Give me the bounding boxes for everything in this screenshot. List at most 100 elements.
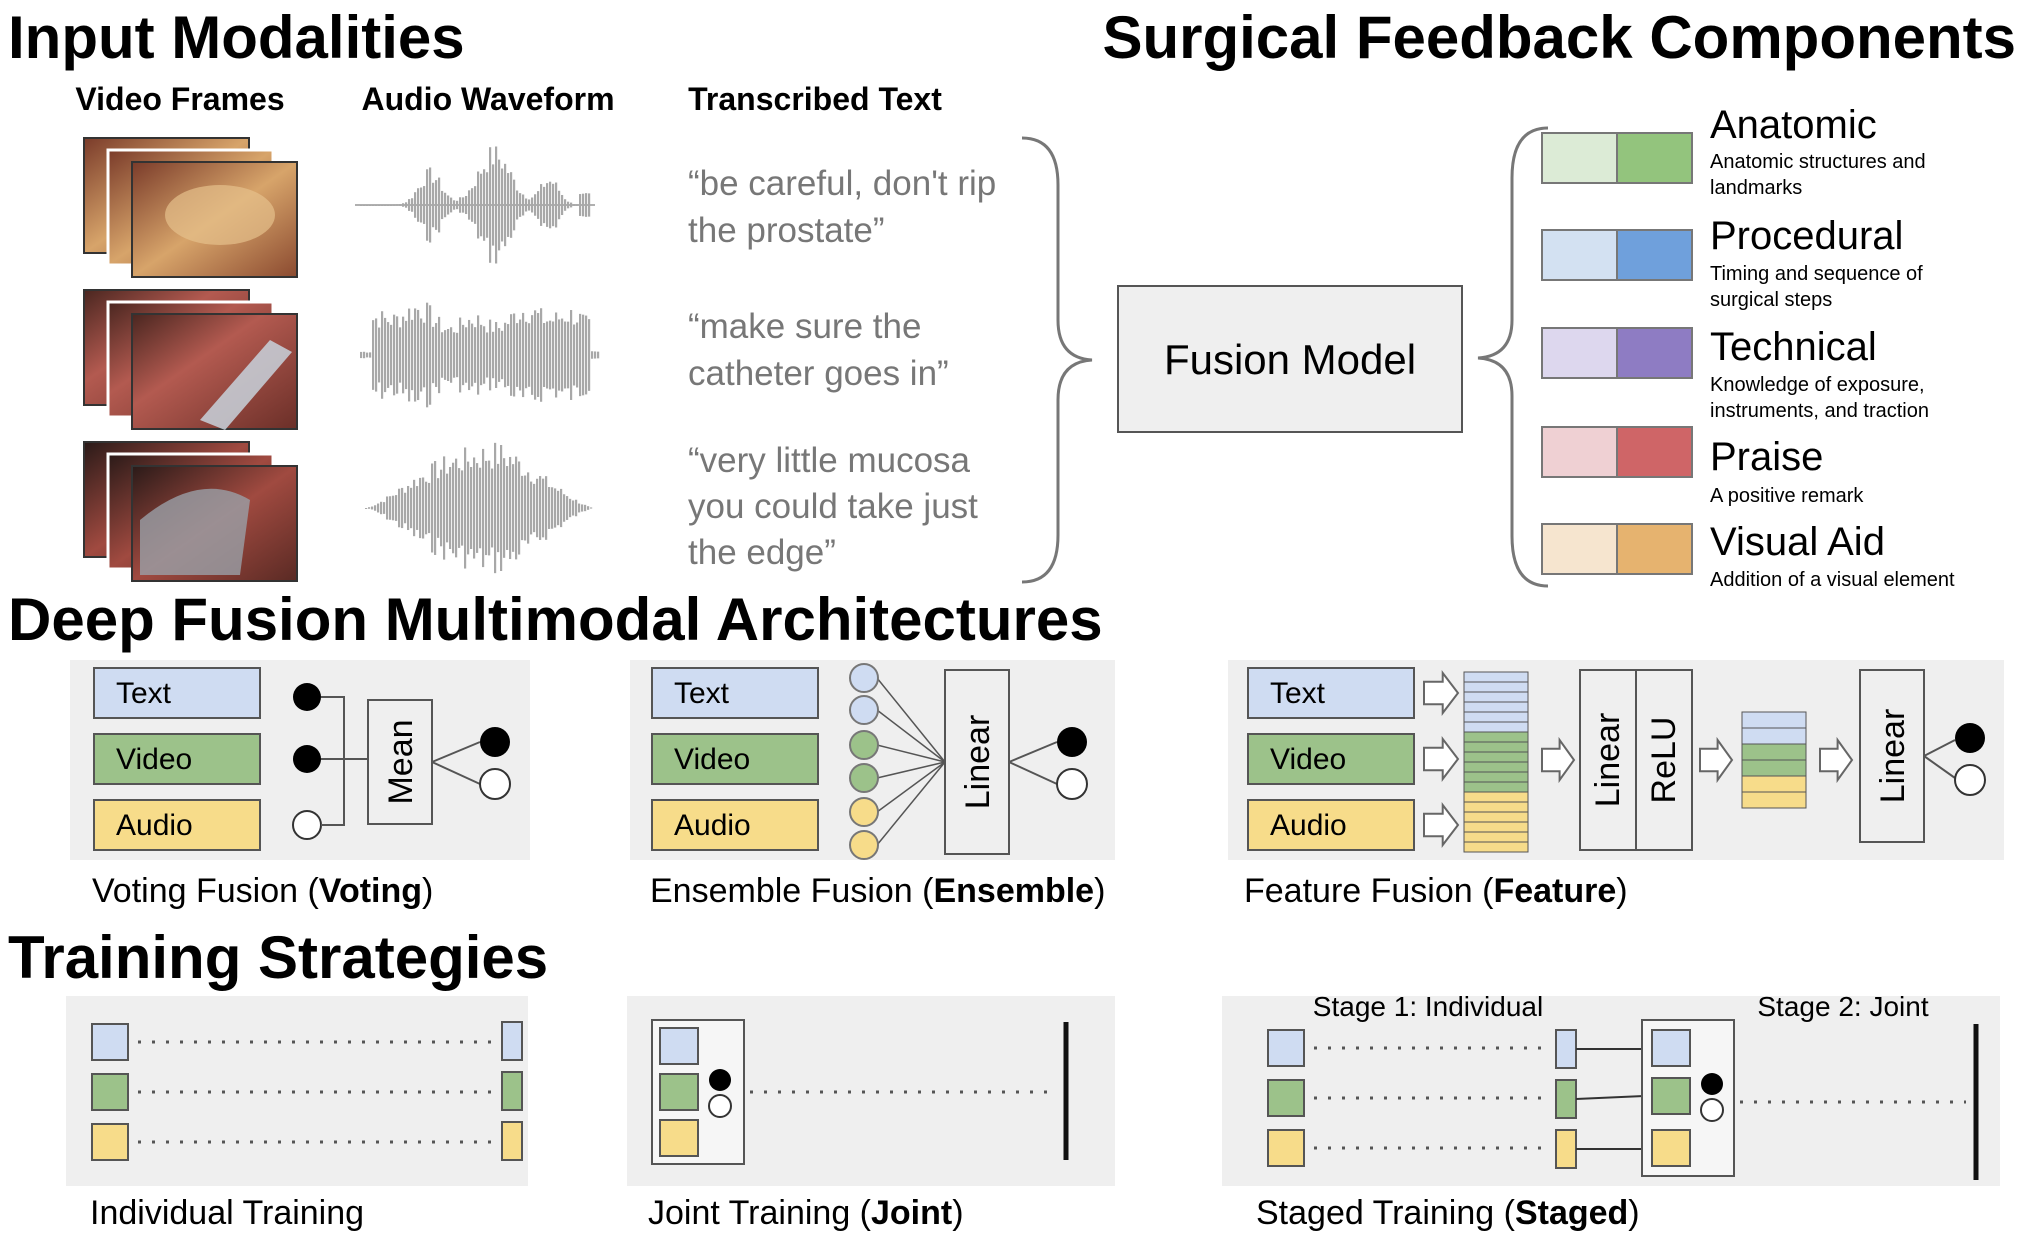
waveform-bar: [450, 327, 453, 383]
waveform-bar: [477, 171, 480, 239]
concat-stripe: [1463, 781, 1529, 793]
waveform-bar: [561, 194, 564, 216]
waveform-bar: [537, 313, 540, 397]
feature-output-empty: [1954, 764, 1986, 796]
voting-caption-suffix: ): [422, 872, 433, 910]
waveform-bar: [507, 324, 510, 386]
waveform-bar: [444, 330, 447, 380]
column-audio-waveform: Audio Waveform: [361, 81, 614, 117]
waveform-bar: [563, 494, 566, 522]
waveform-bar: [456, 200, 459, 210]
waveform-bar: [482, 448, 485, 568]
waveform-bar: [507, 173, 510, 237]
feature-linear-label: Linear: [1589, 713, 1627, 808]
staged-video-square: [1267, 1079, 1305, 1117]
waveform-bar: [582, 314, 585, 396]
hidden-stripe: [1741, 775, 1807, 793]
waveform-bar: [546, 183, 549, 227]
waveform-bar: [413, 479, 416, 537]
component-anatomic-swatch-dark: [1616, 132, 1693, 184]
waveform-bar: [443, 456, 446, 560]
staged-text-end: [1555, 1029, 1577, 1069]
concat-stripe: [1463, 821, 1529, 833]
waveform-bar: [426, 169, 429, 241]
waveform-bar: [564, 321, 567, 389]
fusion-model-box: [1117, 285, 1463, 433]
waveform-bar: [378, 204, 381, 206]
ensemble-video-label: Video: [674, 743, 750, 776]
waveform-bar: [543, 186, 546, 224]
waveform-bar: [468, 319, 471, 391]
hollow-arrow: [1423, 802, 1460, 848]
joint-caption-suffix: ): [952, 1194, 963, 1232]
ensemble-output-filled: [1057, 727, 1087, 757]
hollow-arrow: [1423, 670, 1460, 716]
component-anatomic-desc-2: landmarks: [1710, 177, 1802, 199]
feature-text-label: Text: [1270, 677, 1326, 710]
joint-output-filled: [709, 1069, 731, 1091]
ensemble-video-box: [651, 733, 819, 785]
feature-audio-box: [1247, 799, 1415, 851]
waveform-bar: [363, 351, 366, 359]
feature-arrows: [1423, 670, 1854, 848]
waveform-bar: [369, 352, 372, 358]
stage-2-label: Stage 2: Joint: [1757, 991, 1928, 1022]
voting-caption: Voting Fusion (Voting): [92, 872, 433, 910]
waveform-bar: [492, 331, 495, 379]
waveform-bar: [384, 317, 387, 393]
waveform-bar: [527, 472, 530, 544]
waveform-bar: [551, 487, 554, 529]
waveform-bar: [402, 316, 405, 394]
waveform-bar: [548, 487, 551, 529]
waveform-bar: [383, 502, 386, 514]
waveform-bar: [539, 476, 542, 540]
feature-caption-suffix: ): [1616, 872, 1627, 910]
individual-audio-square: [91, 1123, 129, 1161]
waveform-bar: [540, 184, 543, 226]
waveform-bar: [476, 463, 479, 553]
waveform-bar: [513, 179, 516, 231]
waveform-bar: [408, 308, 411, 402]
waveform-bar: [497, 463, 500, 553]
staged-caption-prefix: Staged Training (: [1256, 1194, 1516, 1232]
waveform-bar: [521, 475, 524, 541]
waveform-bar: [534, 310, 537, 400]
waveform-bar: [576, 204, 579, 206]
component-praise-swatch-light: [1541, 426, 1618, 478]
waveform-bar: [387, 322, 390, 388]
joint-caption-prefix: Joint Training (: [648, 1194, 872, 1232]
waveform-bar: [429, 305, 432, 405]
component-praise-swatch-dark: [1616, 426, 1693, 478]
waveform-bar: [371, 506, 374, 510]
feature-fusion-panel: Text Video Audio Linear ReLU Linear: [1228, 660, 2004, 860]
feature-caption: Feature Fusion (Feature): [1244, 872, 1628, 910]
component-visual-aid-desc-1: Addition of a visual element: [1710, 569, 1955, 591]
waveform-bar: [465, 327, 468, 383]
waveform-bar: [509, 456, 512, 560]
waveform-bar: [398, 488, 401, 528]
ensemble-output-lines: [1008, 741, 1058, 785]
waveform-bar: [528, 323, 531, 387]
waveform-bar: [399, 327, 402, 383]
waveform-bar: [489, 147, 492, 263]
ensemble-fan-line: [876, 761, 946, 779]
waveform-bar: [438, 177, 441, 233]
feature-text-box: [1247, 667, 1415, 719]
waveform-bar: [588, 319, 591, 391]
voting-output-empty: [479, 768, 511, 800]
waveform-bar: [381, 311, 384, 399]
waveform-bar: [396, 316, 399, 394]
waveform-bar: [591, 351, 594, 359]
waveform-bar: [428, 482, 431, 534]
feature-caption-bold: Feature: [1493, 872, 1616, 910]
waveform-bar: [441, 190, 444, 220]
waveform-bar: [402, 203, 405, 207]
waveform-bar: [455, 458, 458, 558]
waveform-bar: [561, 318, 564, 392]
concat-stripe: [1463, 701, 1529, 713]
quote-2: “make sure the catheter goes in”: [688, 307, 949, 393]
waveform-bar: [381, 204, 384, 206]
staged-caption-bold: Staged: [1515, 1194, 1628, 1232]
ensemble-node: [849, 663, 879, 693]
